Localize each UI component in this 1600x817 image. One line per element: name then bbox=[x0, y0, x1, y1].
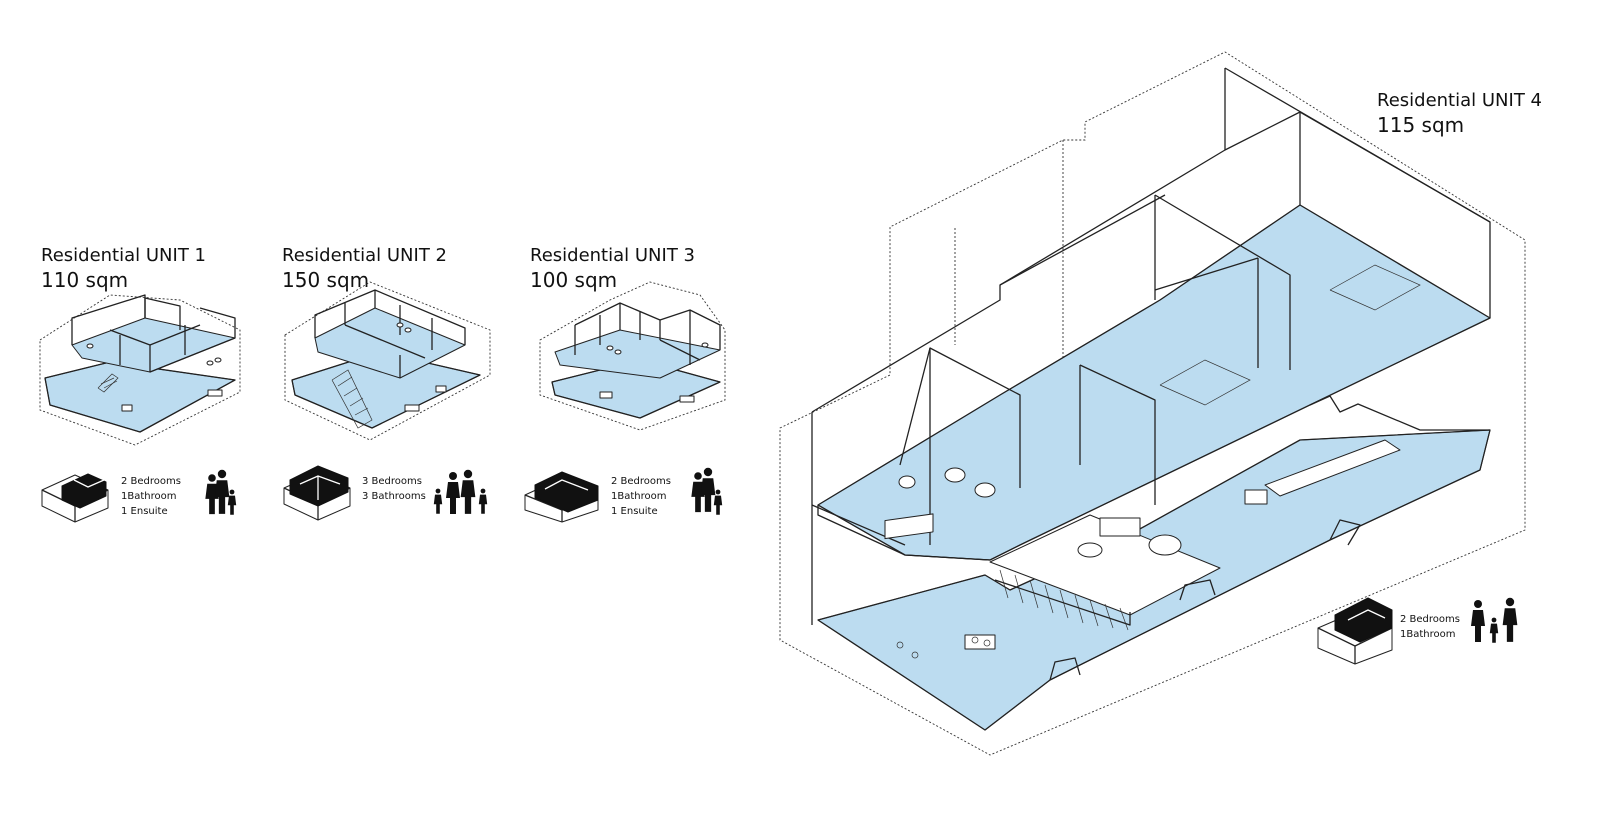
unit1-block-icon bbox=[41, 473, 109, 523]
unit1-family-icon bbox=[205, 469, 237, 515]
unit2-area: 150 sqm bbox=[282, 268, 370, 292]
unit1-specs: 2 Bedrooms 1Bathroom 1 Ensuite bbox=[121, 474, 181, 519]
unit4-block-icon bbox=[1317, 597, 1393, 665]
unit2-specs: 3 Bedrooms 3 Bathrooms bbox=[362, 474, 426, 504]
unit1-title: Residential UNIT 1 bbox=[41, 245, 206, 266]
unit1-axonometric bbox=[39, 294, 241, 446]
unit2-spec-bedrooms: 3 Bedrooms bbox=[362, 476, 422, 487]
unit4-specs: 2 Bedrooms 1Bathroom bbox=[1400, 612, 1460, 642]
unit1-spec-bathroom: 1Bathroom bbox=[121, 491, 177, 502]
unit4-axonometric bbox=[779, 51, 1526, 756]
unit2-axonometric bbox=[284, 281, 491, 441]
unit2-title: Residential UNIT 2 bbox=[282, 245, 447, 266]
unit2-block-icon bbox=[283, 465, 351, 521]
unit1-spec-bedrooms: 2 Bedrooms bbox=[121, 476, 181, 487]
unit3-spec-bedrooms: 2 Bedrooms bbox=[611, 476, 671, 487]
unit4-spec-bedrooms: 2 Bedrooms bbox=[1400, 614, 1460, 625]
unit3-spec-ensuite: 1 Ensuite bbox=[611, 506, 658, 517]
unit3-axonometric bbox=[539, 281, 726, 431]
unit4-spec-bathroom: 1Bathroom bbox=[1400, 629, 1456, 640]
unit3-spec-bathroom: 1Bathroom bbox=[611, 491, 667, 502]
unit1-area: 110 sqm bbox=[41, 268, 129, 292]
unit3-family-icon bbox=[691, 467, 723, 515]
unit2-spec-bathrooms: 3 Bathrooms bbox=[362, 491, 426, 502]
unit2-family-icon bbox=[433, 469, 488, 514]
unit3-area: 100 sqm bbox=[530, 268, 618, 292]
unit4-family-icon bbox=[1471, 597, 1518, 643]
unit4-area: 115 sqm bbox=[1377, 113, 1465, 137]
unit3-block-icon bbox=[524, 471, 599, 523]
unit1-spec-ensuite: 1 Ensuite bbox=[121, 506, 168, 517]
unit3-title: Residential UNIT 3 bbox=[530, 245, 695, 266]
unit3-specs: 2 Bedrooms 1Bathroom 1 Ensuite bbox=[611, 474, 671, 519]
unit4-title: Residential UNIT 4 bbox=[1377, 90, 1542, 111]
